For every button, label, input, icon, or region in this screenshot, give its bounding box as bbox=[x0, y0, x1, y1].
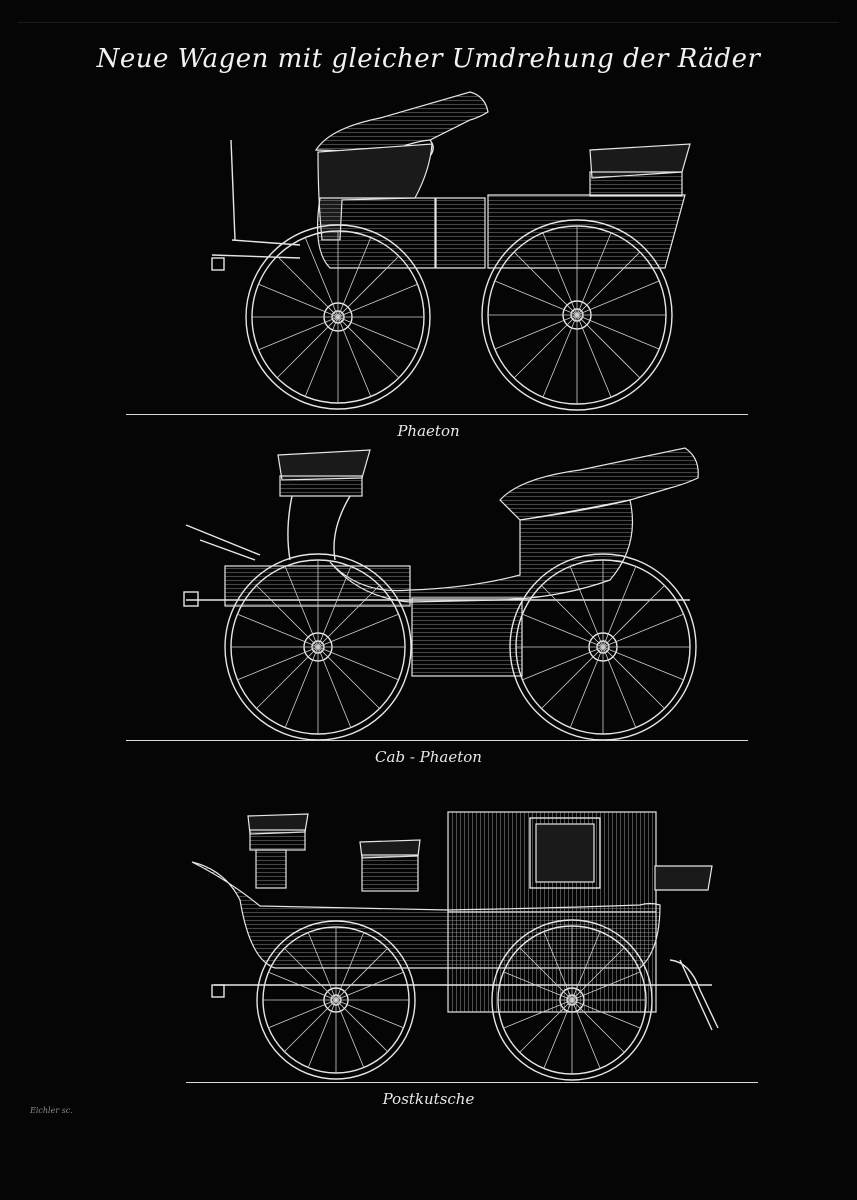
cab-phaeton-caption: Cab - Phaeton bbox=[375, 748, 482, 766]
postkutsche-ground-line bbox=[186, 1082, 758, 1083]
postkutsche-rear-wheel bbox=[491, 919, 653, 1081]
postkutsche-caption: Postkutsche bbox=[382, 1090, 475, 1108]
phaeton-front-wheel bbox=[245, 224, 431, 410]
postkutsche-front-wheel bbox=[256, 920, 416, 1080]
phaeton-ground-line bbox=[126, 414, 748, 415]
phaeton-caption: Phaeton bbox=[397, 422, 460, 440]
engraver-signature: Eichler sc. bbox=[30, 1106, 73, 1115]
cab-phaeton-ground-line bbox=[126, 740, 748, 741]
plate-title: Neue Wagen mit gleicher Umdrehung der Rä… bbox=[96, 44, 761, 74]
phaeton-drawing bbox=[211, 91, 691, 411]
postkutsche-drawing bbox=[191, 811, 719, 1081]
cab-phaeton-drawing bbox=[183, 447, 699, 741]
plate-border bbox=[18, 22, 839, 1179]
phaeton-rear-wheel bbox=[481, 219, 673, 411]
